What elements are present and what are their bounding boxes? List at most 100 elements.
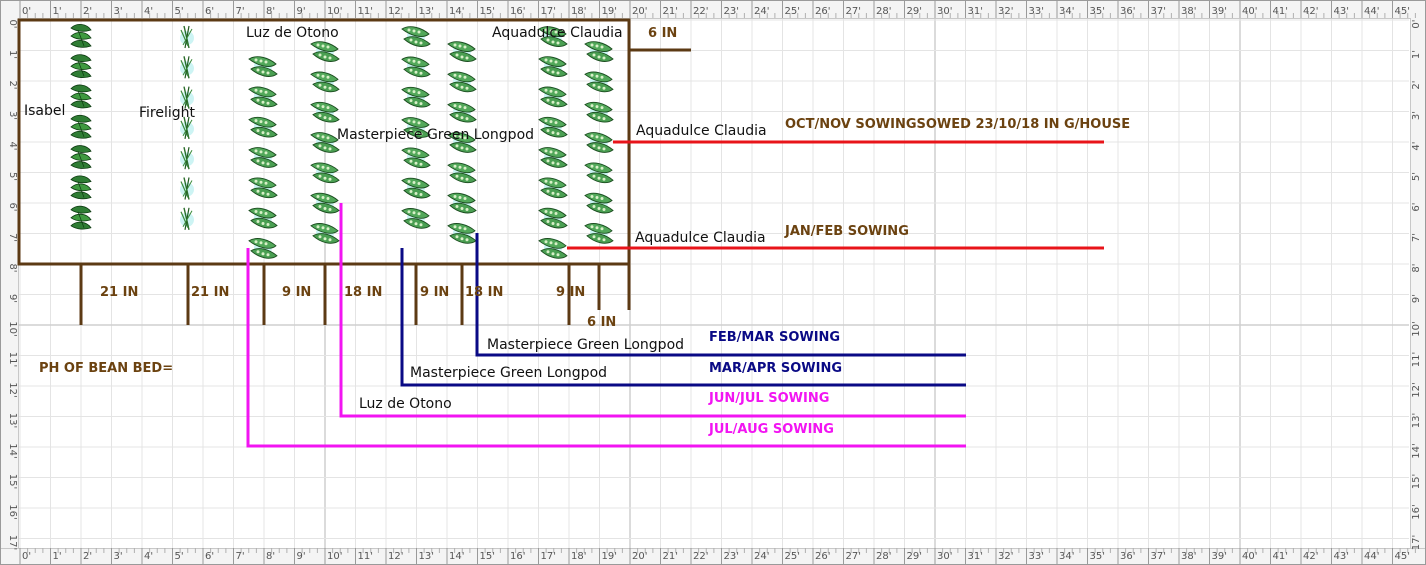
dimension-top-6in[interactable]: 6 IN xyxy=(648,26,677,41)
broad-bean-pod-icon[interactable] xyxy=(248,116,278,138)
ruler-left[interactable] xyxy=(1,18,19,548)
ruler-label: 28' xyxy=(876,551,891,562)
ruler-bottom[interactable] xyxy=(1,548,1425,564)
ruler-label: 2' xyxy=(83,6,92,17)
feb-mar-line[interactable] xyxy=(475,233,966,357)
broad-bean-pod-icon[interactable] xyxy=(401,147,431,169)
dimension-9in-b[interactable]: 9 IN xyxy=(420,285,449,300)
oct-nov-title[interactable]: OCT/NOV SOWINGSOWED 23/10/18 IN G/HOUSE xyxy=(785,117,1130,132)
ph-note[interactable]: PH OF BEAN BED= xyxy=(39,361,173,376)
ruler-label: 8' xyxy=(7,263,18,272)
ruler-label: 41' xyxy=(1273,6,1288,17)
broad-bean-pod-icon[interactable] xyxy=(538,177,568,199)
broad-bean-pod-icon[interactable] xyxy=(401,177,431,199)
broad-bean-pod-icon[interactable] xyxy=(248,177,278,199)
broad-bean-pod-icon[interactable] xyxy=(248,207,278,229)
green-bean-leaf-icon[interactable] xyxy=(70,23,92,48)
sowing-label-jan[interactable]: Aquadulce Claudia xyxy=(635,230,766,246)
sowing-label-mar[interactable]: Masterpiece Green Longpod xyxy=(410,365,607,381)
ruler-label: 20' xyxy=(632,551,647,562)
feb-mar-title[interactable]: FEB/MAR SOWING xyxy=(709,330,840,345)
broad-bean-pod-icon[interactable] xyxy=(248,147,278,168)
broad-bean-pod-icon[interactable] xyxy=(538,86,568,108)
ruler-label: 4' xyxy=(144,6,153,17)
ruler-right[interactable] xyxy=(1410,18,1425,548)
broad-bean-pod-icon[interactable] xyxy=(538,207,568,229)
green-bean-leaf-icon[interactable] xyxy=(70,175,92,200)
dimension-9in-c[interactable]: 9 IN xyxy=(556,285,585,300)
jun-jul-title[interactable]: JUN/JUL SOWING xyxy=(708,391,829,406)
broad-bean-pod-icon[interactable] xyxy=(584,41,614,62)
jun-jul-line[interactable] xyxy=(339,203,966,418)
plant-label-aquadulce[interactable]: Aquadulce Claudia xyxy=(492,25,623,41)
dimension-18in-b[interactable]: 18 IN xyxy=(465,285,503,300)
broad-bean-pod-icon[interactable] xyxy=(584,132,614,153)
dimension-21in-a[interactable]: 21 IN xyxy=(100,285,138,300)
ruler-label: 4' xyxy=(1411,141,1422,150)
green-bean-leaf-icon[interactable] xyxy=(70,205,92,230)
thin-bean-stalk-icon[interactable] xyxy=(179,176,195,201)
plant-label-luz-de-otono[interactable]: Luz de Otono xyxy=(246,25,339,41)
mar-apr-title[interactable]: MAR/APR SOWING xyxy=(709,361,842,376)
ruler-label: 7' xyxy=(236,6,245,17)
sowing-label-oct[interactable]: Aquadulce Claudia xyxy=(636,123,767,139)
green-bean-leaf-icon[interactable] xyxy=(70,84,92,109)
broad-bean-pod-icon[interactable] xyxy=(401,86,431,108)
plant-label-firelight[interactable]: Firelight xyxy=(139,105,196,121)
dimension-21in-b[interactable]: 21 IN xyxy=(191,285,229,300)
broad-bean-pod-icon[interactable] xyxy=(584,71,614,93)
jul-aug-line[interactable] xyxy=(246,248,966,448)
ruler-label: 30' xyxy=(937,551,952,562)
ruler-label: 12' xyxy=(7,382,18,397)
ruler-label: 14' xyxy=(449,551,464,562)
broad-bean-pod-icon[interactable] xyxy=(538,116,568,138)
ruler-label: 9' xyxy=(297,6,306,17)
thin-bean-stalk-icon[interactable] xyxy=(179,207,195,231)
broad-bean-pod-icon[interactable] xyxy=(401,208,431,229)
broad-bean-pod-icon[interactable] xyxy=(584,101,614,123)
mar-apr-line[interactable] xyxy=(400,248,966,387)
ruler-label: 17' xyxy=(7,535,18,550)
dimension-9in-a[interactable]: 9 IN xyxy=(282,285,311,300)
thin-bean-stalk-icon[interactable] xyxy=(179,25,195,49)
broad-bean-pod-icon[interactable] xyxy=(447,71,477,93)
broad-bean-pod-icon[interactable] xyxy=(248,238,278,259)
dimension-6in-b[interactable]: 6 IN xyxy=(587,315,616,330)
ruler-label: 11' xyxy=(1411,352,1422,367)
sowing-label-jun[interactable]: Luz de Otono xyxy=(359,396,452,412)
thin-bean-stalk-icon[interactable] xyxy=(179,55,195,80)
broad-bean-pod-icon[interactable] xyxy=(401,26,431,47)
plant-label-isabel[interactable]: Isabel xyxy=(24,103,65,119)
broad-bean-pod-icon[interactable] xyxy=(538,147,568,168)
sowing-label-feb[interactable]: Masterpiece Green Longpod xyxy=(487,337,684,353)
broad-bean-pod-icon[interactable] xyxy=(248,56,278,77)
ruler-label: 5' xyxy=(7,172,18,181)
dimension-18in-a[interactable]: 18 IN xyxy=(344,285,382,300)
broad-bean-pod-icon[interactable] xyxy=(447,101,477,123)
ruler-label: 8' xyxy=(266,6,275,17)
ruler-top[interactable] xyxy=(1,1,1425,19)
green-bean-leaf-icon[interactable] xyxy=(70,114,92,139)
green-bean-leaf-icon[interactable] xyxy=(70,54,92,79)
jan-feb-title[interactable]: JAN/FEB SOWING xyxy=(784,224,909,239)
broad-bean-pod-icon[interactable] xyxy=(248,86,278,108)
broad-bean-pod-icon[interactable] xyxy=(310,41,340,62)
ruler-label: 35' xyxy=(1090,6,1105,17)
bean-bed-outline[interactable] xyxy=(17,18,691,325)
green-bean-leaf-icon[interactable] xyxy=(70,145,92,169)
broad-bean-pod-icon[interactable] xyxy=(310,101,340,123)
broad-bean-pod-icon[interactable] xyxy=(401,56,431,78)
thin-bean-stalk-icon[interactable] xyxy=(179,146,195,170)
ruler-label: 10' xyxy=(7,321,18,336)
broad-bean-pod-icon[interactable] xyxy=(538,238,568,259)
ruler-label: 10' xyxy=(1411,321,1422,336)
broad-bean-pod-icon[interactable] xyxy=(310,132,340,153)
broad-bean-pod-icon[interactable] xyxy=(447,41,477,62)
jul-aug-title[interactable]: JUL/AUG SOWING xyxy=(708,422,834,437)
plant-label-masterpiece[interactable]: Masterpiece Green Longpod xyxy=(337,127,534,143)
ruler-label: 2' xyxy=(1411,80,1422,89)
broad-bean-pod-icon[interactable] xyxy=(538,56,568,77)
ruler-label: 15' xyxy=(480,6,495,17)
broad-bean-pod-icon[interactable] xyxy=(310,71,340,93)
